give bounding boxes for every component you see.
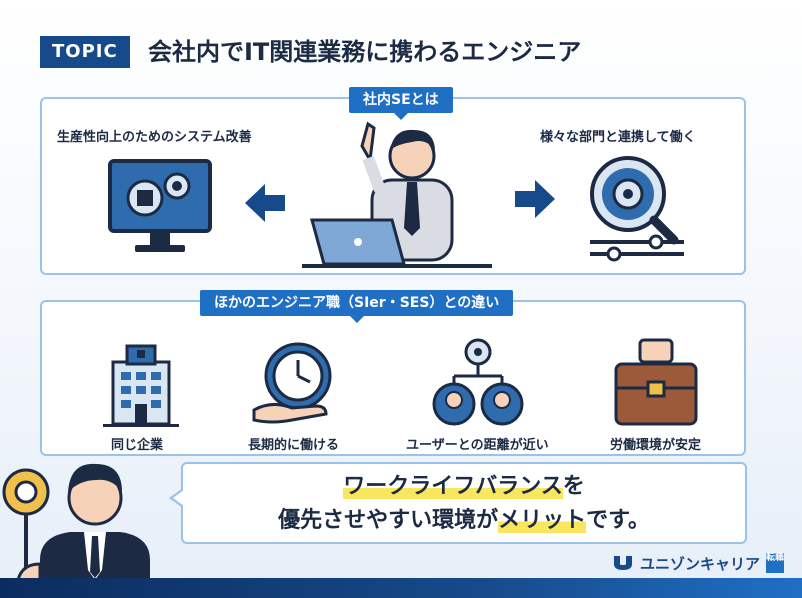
clock-hand-icon [252, 342, 332, 424]
feature-label-close-to-users: ユーザーとの距離が近い [406, 438, 549, 453]
brand-mark-icon [614, 556, 632, 570]
users-gear-icon [432, 338, 524, 426]
highlight-work-life-balance: ワークライフバランス [343, 474, 563, 499]
left-function-label: 生産性向上のためのシステム改善 [57, 130, 252, 145]
engineer-with-laptop-illustration [302, 121, 492, 268]
highlight-merit: メリット [498, 508, 587, 533]
bottom-stripe [0, 578, 802, 598]
feature-label-same-company: 同じ企業 [111, 438, 164, 453]
arrow-right-icon [515, 180, 555, 218]
feature-label-long-term: 長期的に働ける [248, 438, 340, 453]
magnifier-gear-icon [590, 156, 684, 262]
merit-message-line-2: 優先させやすい環境がメリットです。 [183, 504, 745, 538]
briefcase-icon [614, 338, 698, 426]
merit-message-line-1: ワークライフバランスを [183, 470, 745, 504]
feature-label-stable-environment: 労働環境が安定 [610, 438, 702, 453]
presenter-with-ok-sign-illustration [2, 463, 150, 598]
internal-se-tab-label: 社内SEとは [349, 87, 453, 120]
arrow-left-icon [245, 184, 285, 222]
message-line-1-suffix: を [562, 474, 585, 499]
brand-name: ユニゾンキャリア [640, 554, 761, 573]
brand-tag: 転職 [766, 553, 784, 573]
page-title: 会社内でIT関連業務に携わるエンジニア [148, 38, 582, 66]
brand-logo: ユニゾンキャリア 転職 [612, 552, 784, 574]
differences-tab-label: ほかのエンジニア職（SIer・SES）との違い [200, 290, 514, 323]
topic-badge: TOPIC [40, 36, 130, 68]
merit-message-box: ワークライフバランスを 優先させやすい環境がメリットです。 [169, 462, 747, 544]
building-icon [103, 344, 179, 427]
monitor-gear-icon [108, 159, 212, 252]
message-line-2-prefix: 優先させやすい環境が [278, 508, 499, 533]
message-line-2-suffix: です。 [586, 508, 650, 533]
right-function-label: 様々な部門と連携して働く [540, 130, 696, 145]
